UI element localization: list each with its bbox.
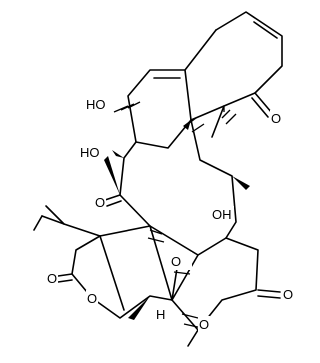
label-o-ketone-mid: O (95, 195, 105, 210)
label-oh-left: HO (80, 145, 100, 160)
bond-lines (33, 11, 283, 347)
label-oh-top-left: HO (86, 97, 106, 112)
label-o-ketone-right: O (271, 111, 281, 126)
label-o-ring-left: O (87, 291, 97, 306)
label-h-dot: H (156, 307, 165, 322)
label-o-ring-right: O (199, 317, 209, 332)
hashed-bonds (113, 101, 237, 329)
atom-labels: HO HO O O O O O OH O O H (46, 96, 294, 332)
label-o-lactone-left: O (47, 271, 57, 286)
label-oh-right: OH (212, 207, 232, 222)
stereo-wedges (104, 120, 250, 320)
label-o-bridge: O (171, 254, 181, 269)
label-o-lactone-right: O (283, 287, 293, 302)
